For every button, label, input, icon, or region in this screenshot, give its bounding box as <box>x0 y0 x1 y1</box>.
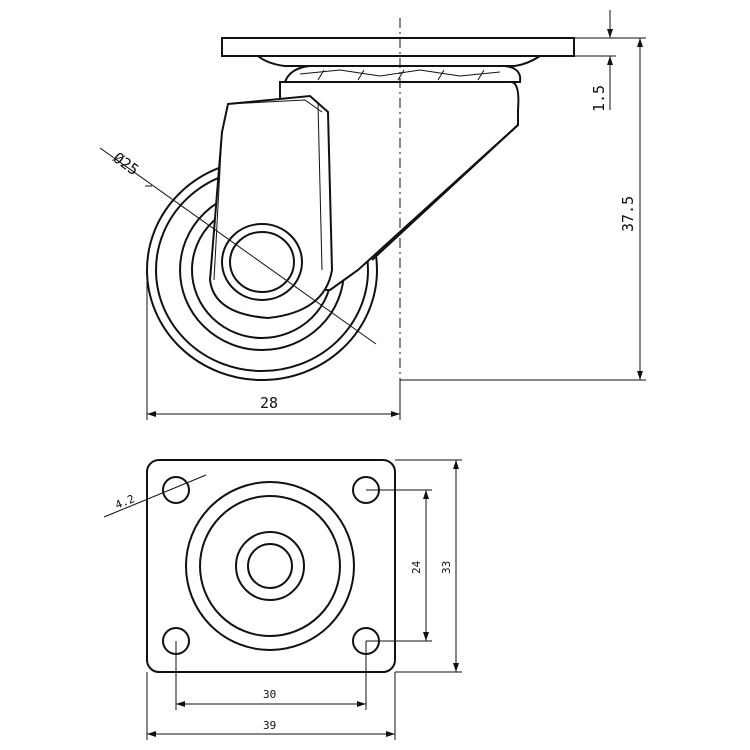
plate-flange <box>255 55 544 67</box>
diameter-leader <box>99 147 377 345</box>
plate-thickness-label: 1.5 <box>590 85 608 112</box>
top-view: 4.2 24 33 30 39 <box>103 459 462 740</box>
axle-hole-inner <box>229 231 295 293</box>
kingpin-outer <box>235 531 305 601</box>
mounting-plate <box>221 37 575 57</box>
hole-spacing-vertical-label: 24 <box>410 560 423 574</box>
offset-width-label: 28 <box>260 394 278 412</box>
bearing-race <box>283 65 522 83</box>
plate-outline <box>146 459 396 673</box>
axle-hole-outer <box>221 223 303 301</box>
kingpin-inner <box>247 543 293 589</box>
plate-width-label: 39 <box>263 719 276 732</box>
total-height-label: 37.5 <box>619 196 637 232</box>
side-view: Ø25 1.5 37.5 28 <box>99 10 646 420</box>
plate-height-label: 33 <box>440 561 453 574</box>
hole-top-left <box>162 476 190 504</box>
swivel-housing-lower <box>371 124 519 261</box>
bearing-middle-ring <box>199 495 341 637</box>
hole-diameter-leader <box>103 474 207 518</box>
hole-diameter-label: 4.2 <box>113 492 136 511</box>
hole-spacing-horizontal-label: 30 <box>263 688 276 701</box>
bearing-outer-ring <box>185 481 355 651</box>
